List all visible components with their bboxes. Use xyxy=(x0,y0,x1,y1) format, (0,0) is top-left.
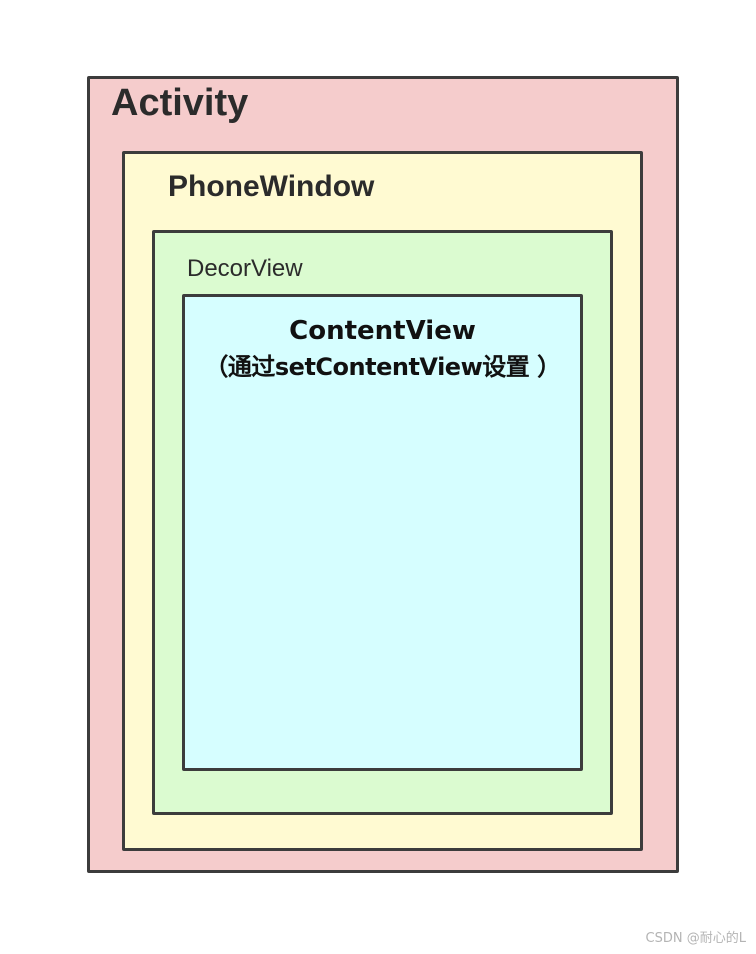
watermark: CSDN @耐心的L xyxy=(645,931,746,946)
contentview-label: ContentView xyxy=(289,316,476,346)
phonewindow-label: PhoneWindow xyxy=(168,170,375,203)
contentview-sublabel: （通过setContentView设置 ） xyxy=(204,353,561,381)
activity-label: Activity xyxy=(111,82,249,124)
contentview-box xyxy=(182,294,583,771)
decorview-label: DecorView xyxy=(187,255,303,282)
contentview-label-group: ContentView （通过setContentView设置 ） xyxy=(186,314,579,386)
